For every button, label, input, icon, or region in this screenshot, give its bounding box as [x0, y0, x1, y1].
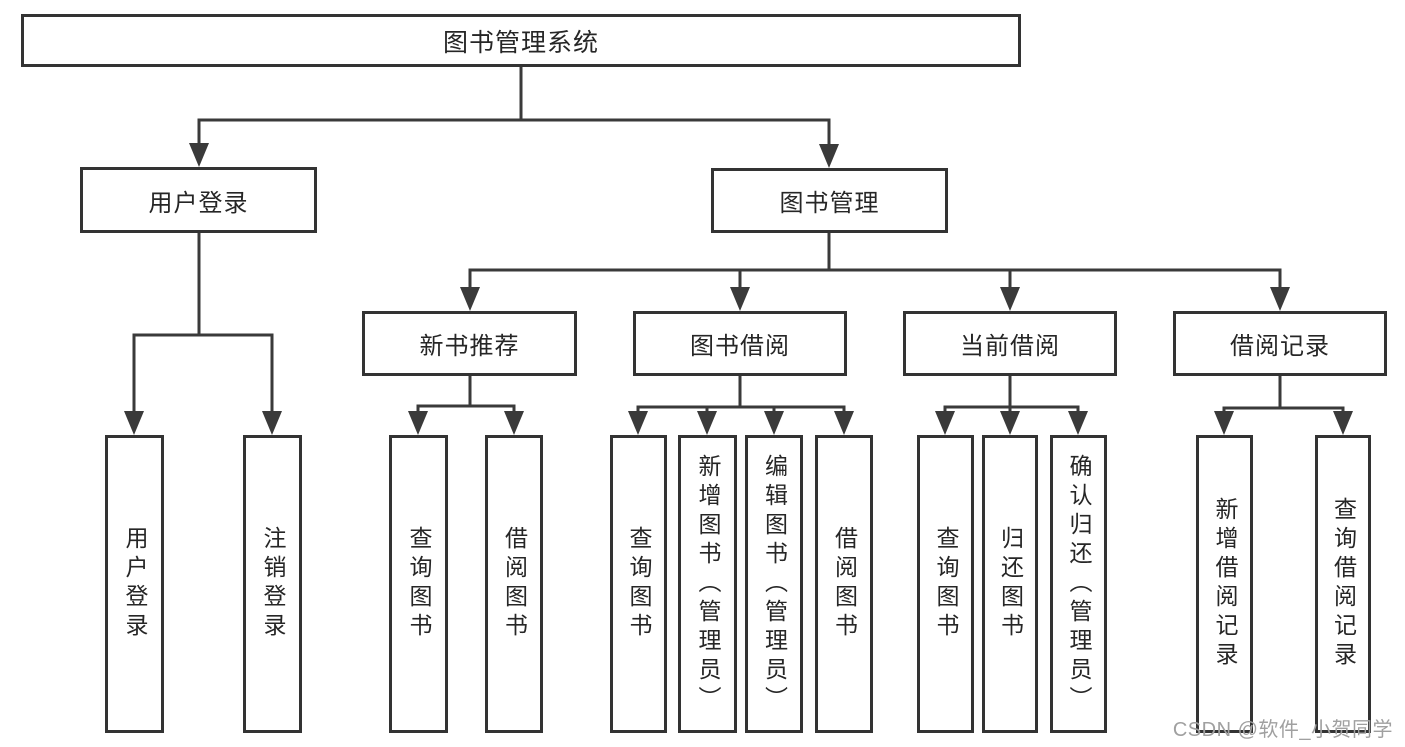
- node-book-borrow: 图书借阅: [633, 311, 847, 376]
- leaf-label: 借阅图书: [501, 526, 528, 642]
- leaf-records-query-record: 查询借阅记录: [1315, 435, 1371, 733]
- leaf-newbook-borrow-books: 借阅图书: [485, 435, 543, 733]
- node-system-root: 图书管理系统: [21, 14, 1021, 67]
- leaf-label: 新增图书（管理员）: [695, 453, 721, 715]
- node-label: 图书管理系统: [442, 28, 599, 57]
- leaf-current-confirm-return-admin: 确认归还（管理员）: [1050, 435, 1107, 733]
- csdn-watermark: CSDN @软件_小贺同学: [1172, 719, 1393, 741]
- leaf-label: 注销登录: [260, 526, 286, 642]
- leaf-logout: 注销登录: [243, 435, 302, 733]
- node-current-borrow: 当前借阅: [903, 311, 1117, 376]
- node-label: 图书管理: [779, 190, 880, 217]
- node-label: 用户登录: [148, 189, 249, 217]
- node-label: 新书推荐: [419, 333, 520, 360]
- leaf-label: 借阅图书: [831, 526, 858, 642]
- node-label: 图书借阅: [690, 333, 790, 360]
- leaf-label: 查询图书: [406, 526, 432, 642]
- leaf-label: 确认归还（管理员）: [1066, 453, 1092, 715]
- node-label: 当前借阅: [960, 333, 1060, 360]
- leaf-records-add-record: 新增借阅记录: [1196, 435, 1253, 733]
- node-new-book-recommend: 新书推荐: [362, 311, 577, 376]
- leaf-label: 查询借阅记录: [1330, 497, 1357, 671]
- leaf-label: 编辑图书（管理员）: [761, 453, 788, 715]
- node-borrow-records: 借阅记录: [1173, 311, 1387, 376]
- node-label: 借阅记录: [1230, 333, 1330, 360]
- leaf-borrow-query-books: 查询图书: [610, 435, 667, 733]
- leaf-label: 归还图书: [997, 526, 1024, 642]
- leaf-borrow-borrow-books: 借阅图书: [815, 435, 873, 733]
- leaf-label: 查询图书: [933, 526, 959, 642]
- leaf-newbook-query-books: 查询图书: [389, 435, 448, 733]
- leaf-label: 用户登录: [122, 526, 148, 642]
- leaf-label: 新增借阅记录: [1212, 497, 1238, 671]
- leaf-borrow-edit-books-admin: 编辑图书（管理员）: [745, 435, 803, 733]
- leaf-label: 查询图书: [626, 526, 652, 642]
- leaf-user-login: 用户登录: [105, 435, 164, 733]
- node-book-management: 图书管理: [711, 168, 948, 233]
- node-user-login: 用户登录: [80, 167, 317, 233]
- leaf-current-return-books: 归还图书: [982, 435, 1038, 733]
- leaf-current-query-books: 查询图书: [917, 435, 974, 733]
- leaf-borrow-add-books-admin: 新增图书（管理员）: [678, 435, 737, 733]
